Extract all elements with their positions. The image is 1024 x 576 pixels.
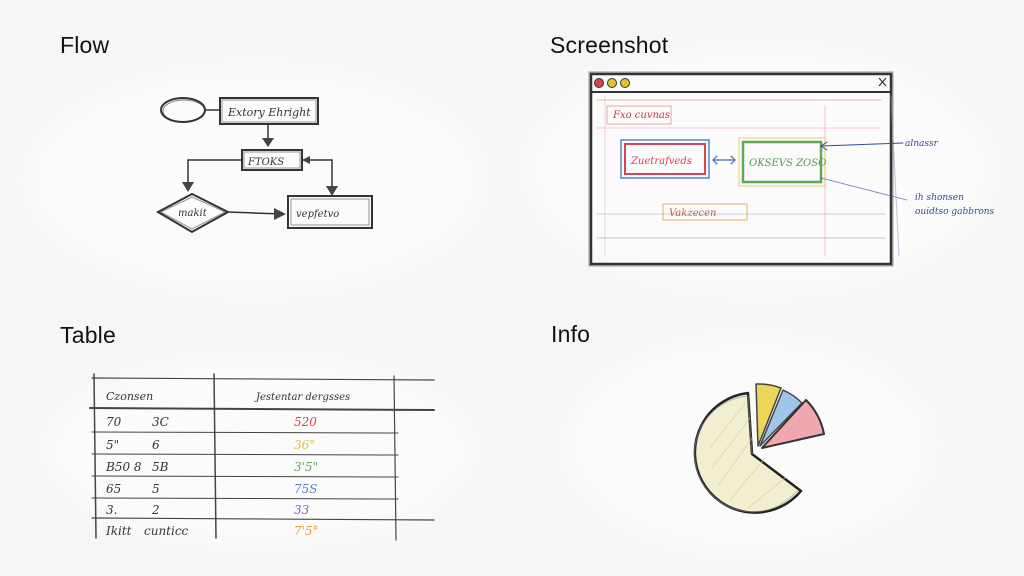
sketch-bottom-label: Vakzecen	[669, 208, 716, 219]
flow-diamond-label: makit	[178, 208, 208, 219]
sketch-window-frame	[589, 72, 893, 266]
screenshot-title: Screenshot	[550, 32, 669, 58]
flow-top-box	[219, 97, 319, 125]
table-header-2: Jestentar dergsses	[254, 392, 350, 403]
sketch-red-box	[624, 143, 706, 175]
maximize-dot-icon	[620, 78, 630, 88]
flow-top-label: Extory Ehright	[227, 106, 311, 119]
flow-title: Flow	[60, 32, 110, 58]
table-cell-a: 70	[106, 415, 122, 429]
table-cell-a: 5"	[106, 438, 119, 452]
pie-main-slice	[693, 391, 803, 514]
table-cell-b: 3C	[152, 415, 169, 429]
table-cell-c: 520	[294, 415, 317, 429]
table-cell-a: 3.	[106, 503, 117, 517]
sketch-header-label: Fxo cuvnas	[612, 110, 670, 121]
sketch-note-1: alnassr	[905, 139, 939, 149]
pie-sketch	[693, 383, 825, 514]
sketch-note-2a: ih shonsen	[915, 193, 964, 203]
sketch-green-box	[741, 140, 823, 184]
table-cell-c: 7'5°	[294, 524, 319, 538]
flowchart-sketch: Extory Ehright FTOKS makit vepfetvo	[155, 97, 373, 234]
pie-slice-yellow	[755, 383, 782, 447]
sketch-red-label: Zuetrafveds	[630, 156, 692, 167]
sketch-green-label: OKSEVS ZOSO	[749, 158, 826, 169]
table-cell-c: 36°	[294, 438, 315, 452]
flow-bottom-box	[287, 195, 373, 229]
table-cell-c: 3'5"	[294, 460, 318, 474]
close-x-icon	[878, 77, 887, 87]
close-dot-icon	[594, 78, 604, 88]
table-cell-c: 75S	[294, 482, 318, 496]
table-header-1: Czonsen	[106, 390, 153, 403]
table-cell-a: 65	[106, 482, 121, 496]
table-cell-a: Ikitt	[105, 524, 132, 538]
table-sketch: Czonsen Jestentar dergsses 70 3C 520 5" 6 36°…	[89, 373, 435, 541]
table-cell-b: 2	[151, 503, 160, 517]
sketch-note-2b: ouidtso gabbrons	[915, 207, 995, 217]
info-title: Info	[551, 321, 591, 347]
table-cell-b: 5	[152, 482, 160, 496]
table-cell-b: cunticc	[144, 524, 189, 538]
flow-mid-label: FTOKS	[247, 157, 284, 168]
window-sketch: Fxo cuvnas Zuetrafveds OKSEVS ZOSO Vakze…	[588, 71, 995, 267]
table-cell-b: 6	[152, 438, 160, 452]
table-cell-a: B50 8	[105, 460, 142, 474]
table-cell-b: 5B	[152, 460, 169, 474]
minimize-dot-icon	[607, 78, 617, 88]
table-cell-c: 33	[294, 503, 310, 517]
pie-slice-red	[761, 399, 825, 449]
flow-bottom-label: vepfetvo	[296, 209, 339, 220]
table-title: Table	[60, 322, 116, 348]
